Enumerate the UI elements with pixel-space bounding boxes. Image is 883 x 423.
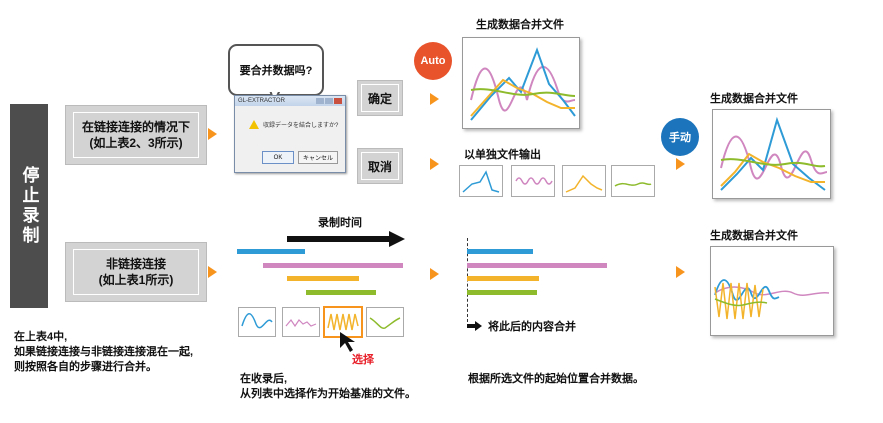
pink-file-thumb (511, 165, 555, 197)
blue-record-bar (237, 249, 305, 254)
arrow-icon (430, 268, 439, 280)
blue-series-line (720, 116, 826, 191)
orange-file-thumb (562, 165, 606, 197)
auto-badge: Auto (414, 42, 452, 80)
merge-question-bubble: 要合并数据吗? (228, 44, 324, 96)
pink-series-line (714, 286, 830, 296)
unlinked-merge-title: 生成数据合并文件 (710, 230, 798, 242)
blue-wave-thumb[interactable] (238, 307, 276, 337)
left-note-line: 在上表4中, (14, 331, 68, 343)
green-file-thumb (611, 165, 655, 197)
dialog-cancel-button[interactable]: キャンセル (298, 151, 338, 164)
green-series-line (470, 88, 576, 97)
minimize-icon[interactable] (316, 98, 324, 104)
dialog-message: 収録データを結合しますか? (263, 123, 339, 129)
left-note: 在上表4中, 如果链接连接与非链接连接混在一起, 则按照各自的步骤进行合并。 (14, 330, 193, 375)
linked-condition-box: 在链接连接的情况下 (如上表2、3所示) (65, 105, 207, 165)
orange-record-bar (287, 276, 359, 281)
manual-merge-title: 生成数据合并文件 (710, 93, 798, 105)
dialog-ok-button[interactable]: OK (262, 151, 294, 164)
right-note: 根据所选文件的起始位置合并数据。 (468, 373, 644, 385)
close-icon[interactable] (334, 98, 342, 104)
arrow-icon (208, 266, 217, 278)
manual-merge-chart-svg (720, 116, 828, 191)
middle-note-line: 从列表中选择作为开始基准的文件。 (240, 388, 416, 400)
middle-note-line: 在收录后, (240, 373, 288, 385)
green-series-line (714, 298, 768, 307)
manual-badge: 手动 (661, 118, 699, 156)
unlinked-condition-line2: (如上表1所示) (98, 273, 174, 287)
unlinked-merge-chart (710, 246, 834, 336)
blue-file-thumb (459, 165, 503, 197)
warning-icon (249, 120, 259, 129)
merge-after-arrow-icon (467, 321, 482, 331)
record-time-label: 录制时间 (318, 217, 362, 229)
dialog-title: GL-EXTRACTOR (238, 98, 285, 104)
arrow-icon (430, 158, 439, 170)
stop-recording-label: 停止录制 (10, 104, 48, 308)
arrow-icon (208, 128, 217, 140)
linked-condition-line1: 在链接连接的情况下 (81, 120, 190, 134)
blue-series-line (714, 279, 780, 301)
cursor-arrow-icon (340, 332, 355, 352)
arrow-icon (676, 266, 685, 278)
green-wave-thumb[interactable] (366, 307, 404, 337)
pink-series-line (720, 135, 828, 180)
pink-wave-thumb[interactable] (282, 307, 320, 337)
auto-merge-chart (462, 37, 580, 129)
arrow-icon (676, 158, 685, 170)
auto-merge-chart-svg (470, 47, 576, 121)
arrow-icon (430, 93, 439, 105)
merge-question-text: 要合并数据吗? (239, 65, 313, 77)
confirm-label: 确定 (361, 84, 399, 112)
pink-record-bar (263, 263, 403, 268)
select-label: 选择 (352, 354, 374, 366)
pink-aligned-bar (467, 263, 607, 268)
merge-dialog: GL-EXTRACTOR 収録データを結合しますか? OK キャンセル (234, 95, 346, 173)
blue-aligned-bar (467, 249, 533, 254)
auto-merge-title: 生成数据合并文件 (476, 19, 564, 31)
left-note-line: 则按照各自的步骤进行合并。 (14, 361, 157, 373)
manual-merge-chart (712, 109, 831, 199)
green-series-line (720, 158, 826, 168)
blue-series-line (470, 47, 576, 121)
green-aligned-bar (467, 290, 537, 295)
green-record-bar (306, 290, 376, 295)
cancel-label: 取消 (361, 152, 399, 180)
merge-after-label: 将此后的内容合并 (488, 321, 576, 333)
unlinked-merge-chart-svg (714, 279, 830, 320)
unlinked-condition-line1: 非链接连接 (105, 257, 166, 271)
record-time-arrow-icon (287, 231, 405, 247)
orange-series-line (714, 282, 764, 320)
left-note-line: 如果链接连接与非链接连接混在一起, (14, 346, 194, 358)
maximize-icon[interactable] (325, 98, 333, 104)
orange-aligned-bar (467, 276, 539, 281)
orange-series-line (470, 78, 575, 117)
separate-output-title: 以单独文件输出 (464, 149, 541, 161)
unlinked-condition-box: 非链接连接 (如上表1所示) (65, 242, 207, 302)
confirm-button[interactable]: 确定 (357, 80, 403, 116)
cancel-button[interactable]: 取消 (357, 148, 403, 184)
linked-condition-line2: (如上表2、3所示) (89, 136, 183, 150)
middle-note: 在收录后, 从列表中选择作为开始基准的文件。 (240, 372, 416, 402)
